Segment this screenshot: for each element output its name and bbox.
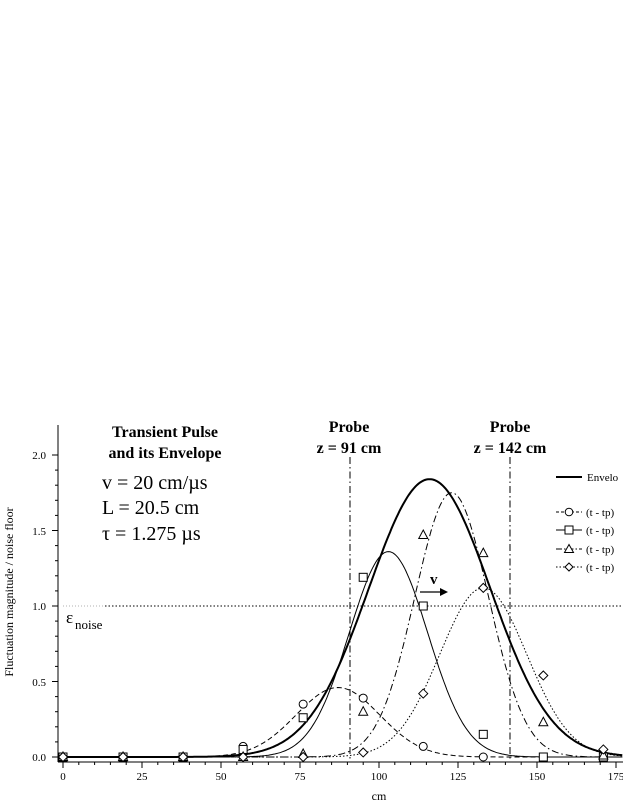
legend-row-circle: (t - tp) — [556, 507, 614, 519]
diamond-marker — [57, 751, 69, 763]
diamond-marker — [418, 688, 429, 699]
panel-title-line-1: Transient Pulse — [112, 424, 218, 441]
legend-entry-triangle: (t - tp) — [586, 544, 614, 556]
legend-entry-diamond: (t - tp) — [586, 562, 614, 574]
legend-entry-square: (t - tp) — [586, 525, 614, 537]
y-tick-label: 0.5 — [32, 677, 46, 689]
y-tick-label: 0.0 — [32, 752, 46, 764]
diamond-marker — [357, 747, 369, 758]
square-marker — [298, 713, 308, 723]
noise-label-subscript: noise — [75, 617, 103, 632]
circle-marker — [358, 693, 368, 703]
diamond-marker — [538, 670, 549, 681]
param-velocity: v = 20 cm/µs — [102, 472, 208, 494]
y-tick-label: 1.0 — [32, 601, 46, 613]
y-tick-labels: 0.0 0.5 1.0 1.5 2.0 — [32, 450, 46, 764]
circle-marker — [298, 699, 308, 709]
square-marker — [538, 752, 548, 762]
circle-marker — [478, 752, 488, 762]
x-tick-labels: 0 25 50 75 100 125 150 175 — [60, 771, 623, 783]
x-tick-label: 50 — [216, 771, 228, 783]
velocity-label: v — [430, 572, 438, 588]
series-diamond-curve — [63, 587, 623, 758]
probe-1-position: z = 91 cm — [317, 440, 382, 457]
legend-row-square: (t - tp) — [556, 525, 614, 537]
circle-marker — [418, 741, 428, 751]
panel-title-line-2: and its Envelope — [109, 445, 222, 462]
square-marker — [358, 572, 368, 582]
probe-labels: Probe z = 91 cm Probe z = 142 cm — [317, 419, 547, 457]
triangle-marker — [417, 528, 429, 540]
square-marker — [418, 601, 428, 611]
x-axis-label: cm — [372, 789, 387, 803]
probe-2-title: Probe — [490, 419, 531, 436]
panel-title: Transient Pulse and its Envelope — [109, 424, 222, 462]
y-tick-label: 1.5 — [32, 526, 46, 538]
envelope-curve — [63, 478, 623, 758]
parameter-list: v = 20 cm/µs L = 20.5 cm τ = 1.275 µs — [102, 472, 208, 545]
noise-label: ε — [66, 608, 73, 627]
triangle-marker — [357, 705, 369, 716]
diamond-marker — [177, 751, 189, 763]
x-tick-label: 75 — [295, 771, 307, 783]
series-triangle-curve — [63, 492, 623, 758]
x-tick-label: 100 — [371, 771, 388, 783]
param-length: L = 20.5 cm — [102, 497, 200, 519]
diamond-marker — [117, 751, 129, 763]
probe-2-position: z = 142 cm — [474, 440, 547, 457]
diamond-marker — [237, 751, 249, 763]
legend-row-triangle: (t - tp) — [556, 543, 614, 556]
legend-row-diamond: (t - tp) — [556, 562, 614, 574]
triangle-marker — [477, 547, 489, 558]
x-tick-label: 150 — [529, 771, 546, 783]
x-tick-label: 0 — [60, 771, 66, 783]
series-curves — [63, 478, 623, 758]
tick-marks — [52, 454, 617, 768]
param-tau: τ = 1.275 µs — [102, 523, 201, 545]
x-tick-label: 175 — [608, 771, 623, 783]
square-marker — [478, 729, 488, 739]
triangle-marker — [598, 749, 609, 760]
probe-1-title: Probe — [329, 419, 370, 436]
legend-entry-envelope: Envelo — [587, 472, 619, 484]
x-tick-label: 25 — [137, 771, 149, 783]
y-tick-label: 2.0 — [32, 450, 46, 462]
x-tick-label: 125 — [450, 771, 467, 783]
legend-entry-circle: (t - tp) — [586, 507, 614, 519]
diamond-marker — [598, 744, 609, 755]
axes — [57, 425, 623, 763]
velocity-arrow — [420, 588, 448, 596]
series-circle-curve — [63, 686, 623, 758]
series-markers — [57, 528, 609, 763]
triangle-marker — [537, 716, 549, 727]
diamond-marker — [297, 751, 309, 763]
legend: Envelo (t - tp) (t - tp) (t - tp) (t - t… — [556, 472, 619, 574]
diamond-marker — [478, 582, 489, 594]
y-axis-label: Fluctuation magnitude / noise floor — [2, 507, 16, 676]
